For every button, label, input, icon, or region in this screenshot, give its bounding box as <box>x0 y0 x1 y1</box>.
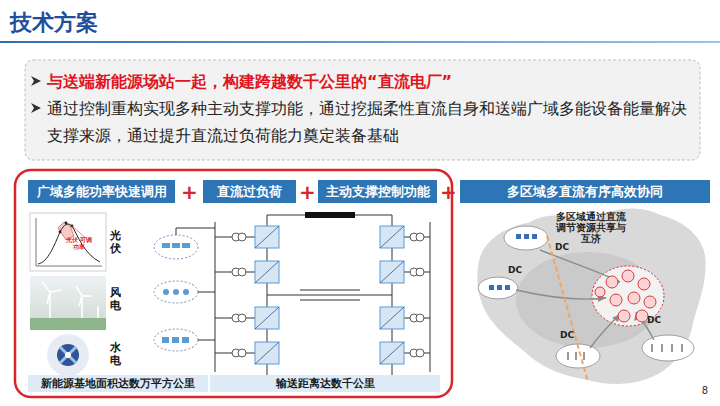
title-rule <box>0 41 720 43</box>
bullet-text: 通过控制重构实现多种主动支撑功能，通过挖掘柔性直流自身和送端广域多能设备能量解决… <box>47 95 690 149</box>
highlight-frame <box>15 170 452 397</box>
map-note: 多区域通过直流 调节资源共享与互济 <box>553 211 629 244</box>
slide-title: 技术方案 <box>10 8 98 38</box>
box-label: 新能源基地面积达数万平方公里 <box>32 375 204 392</box>
ac-wiring <box>176 222 430 372</box>
header-box: 多区域多直流有序高效协同 <box>460 180 710 203</box>
bullet-text: 与送端新能源场站一起，构建跨越数千公里的“直流电厂” <box>47 68 690 95</box>
box-label: 多区域多直流有序高效协同 <box>464 180 706 203</box>
source-label: 光伏 <box>108 229 122 255</box>
source-label: 风电 <box>108 286 122 312</box>
box-label: 直流过负荷 <box>207 180 292 203</box>
china-map <box>477 208 707 385</box>
caption-band: 新能源基地面积达数万平方公里 <box>28 375 208 392</box>
converter-valves <box>255 226 404 364</box>
dc-wiring <box>267 215 392 378</box>
map-panel <box>460 205 710 395</box>
dc-tag: DC <box>504 265 526 276</box>
caption-band: 输送距离达数千公里 <box>210 375 440 392</box>
hydro-icon <box>47 334 89 376</box>
source-label: 水电 <box>108 341 122 367</box>
header-box: 直流过负荷 <box>203 180 296 203</box>
bullet-box: 与送端新能源场站一起，构建跨越数千公里的“直流电厂”通过控制重构实现多种主动支撑… <box>25 60 700 160</box>
bullet-panel <box>25 60 700 160</box>
dc-tag: DC <box>556 330 578 341</box>
converter-marks <box>255 226 404 364</box>
dc-cable <box>305 212 355 218</box>
plus-sign: + <box>181 180 197 204</box>
dc-tag: DC <box>551 242 573 253</box>
bullet-arrow <box>31 76 41 86</box>
bullet-arrow <box>31 103 41 113</box>
box-label: 主动支撑控制功能 <box>322 180 433 203</box>
header-box: 广域多能功率快速调用 <box>28 180 175 203</box>
plus-sign: + <box>299 180 315 204</box>
chart-note: 光伏 可调功率 <box>64 236 94 250</box>
pv-chart <box>30 213 106 271</box>
wind-picture <box>30 276 106 330</box>
header-box: 主动支撑控制功能 <box>318 180 437 203</box>
plus-sign: + <box>440 180 456 204</box>
box-label: 广域多能功率快速调用 <box>32 180 171 203</box>
station-group <box>154 235 198 351</box>
dc-tag: DC <box>643 315 665 326</box>
station-units <box>162 243 190 343</box>
page-number: 8 <box>698 385 712 397</box>
transformer-symbols <box>232 233 424 357</box>
box-label: 输送距离达数千公里 <box>214 375 436 392</box>
